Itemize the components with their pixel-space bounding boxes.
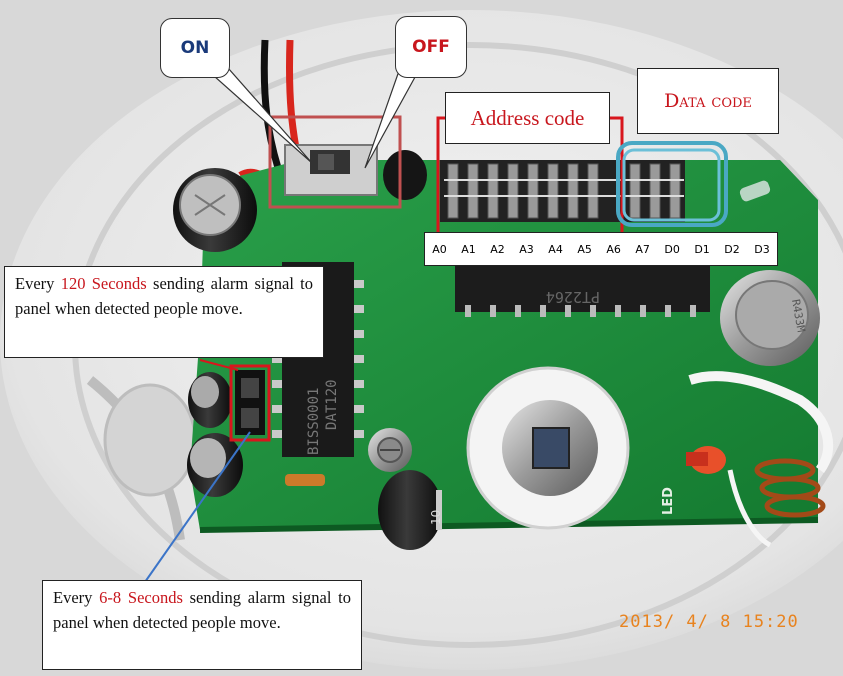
- transistor: [383, 150, 427, 200]
- antenna-coil: [754, 458, 826, 518]
- mode-120-suffix: sending alarm signal to panel when detec…: [15, 274, 314, 318]
- data-code-callout: Data code: [637, 68, 779, 134]
- address-code-label: Address code: [470, 105, 585, 130]
- mode-120-highlight: 120 Seconds: [60, 274, 147, 293]
- saw-resonator-marking: R433M: [789, 298, 808, 333]
- power-switch-component: [284, 144, 378, 196]
- saw-resonator: [720, 270, 820, 366]
- mode-6-8-pointer: [144, 431, 251, 583]
- mode-120-callout: Every 120 Seconds sending alarm signal t…: [4, 266, 324, 358]
- led: [686, 446, 726, 474]
- screw-post: [368, 428, 412, 472]
- capacitor-top-left: [173, 168, 257, 252]
- pcb-edge: [199, 517, 819, 533]
- housing-hole: [103, 383, 197, 497]
- pir-chip-marking-1: BISS0001: [306, 388, 322, 455]
- pin-label: A5: [577, 242, 592, 256]
- encoder-chip-marking: PT2264: [546, 288, 600, 306]
- pir-sensor: [466, 366, 630, 530]
- pir-chip-marking-2: DAT120: [324, 379, 340, 430]
- mode-6-8-callout: Every 6-8 Seconds sending alarm signal t…: [42, 580, 362, 670]
- pin-label: A4: [548, 242, 563, 256]
- mode-6-8-prefix: Every: [53, 588, 93, 607]
- pin-label-row: A0 A1 A2 A3 A4 A5 A6 A7 D0 D1 D2 D3: [424, 232, 778, 266]
- off-label: OFF: [412, 37, 450, 57]
- resistor: [739, 180, 771, 202]
- pin-label: D3: [754, 242, 770, 256]
- pin-label: A3: [519, 242, 534, 256]
- capacitor-bottom-left: [187, 433, 243, 497]
- time-jumper: [235, 370, 265, 435]
- jumper-highlight-box: [229, 364, 271, 442]
- mode-6-8-suffix: sending alarm signal to panel when detec…: [53, 588, 352, 632]
- off-callout: OFF: [395, 16, 467, 78]
- encoder-chip: [455, 262, 710, 317]
- capacitor-bottom: [378, 470, 442, 550]
- antenna-wire: [688, 371, 834, 473]
- capacitor-left: [188, 372, 232, 428]
- photo-timestamp: 2013/ 4/ 8 15:20: [619, 612, 799, 632]
- pin-label: A0: [432, 242, 447, 256]
- mode-6-8-highlight: 6-8 Seconds: [99, 588, 183, 607]
- pin-label: D2: [724, 242, 740, 256]
- pin-label: A6: [606, 242, 621, 256]
- data-code-box: [616, 141, 728, 227]
- mode-120-pointer: [199, 359, 239, 371]
- diode: [285, 474, 325, 486]
- data-code-box-inner: [622, 148, 721, 222]
- on-label: ON: [180, 38, 210, 58]
- capacitor-marking: 10: [429, 510, 443, 525]
- pin-label: A7: [635, 242, 650, 256]
- led-silkscreen: LED: [661, 487, 676, 515]
- address-code-callout: Address code: [445, 92, 610, 144]
- antenna-wire-2: [727, 469, 772, 548]
- mode-120-prefix: Every: [15, 274, 55, 293]
- switch-highlight-box: [268, 115, 402, 209]
- pin-label: A2: [490, 242, 505, 256]
- pin-label: A1: [461, 242, 476, 256]
- data-code-label: Data code: [664, 90, 752, 112]
- pin-label: D1: [694, 242, 710, 256]
- pin-header: [440, 160, 685, 222]
- pin-label: D0: [664, 242, 680, 256]
- on-callout: ON: [160, 18, 230, 78]
